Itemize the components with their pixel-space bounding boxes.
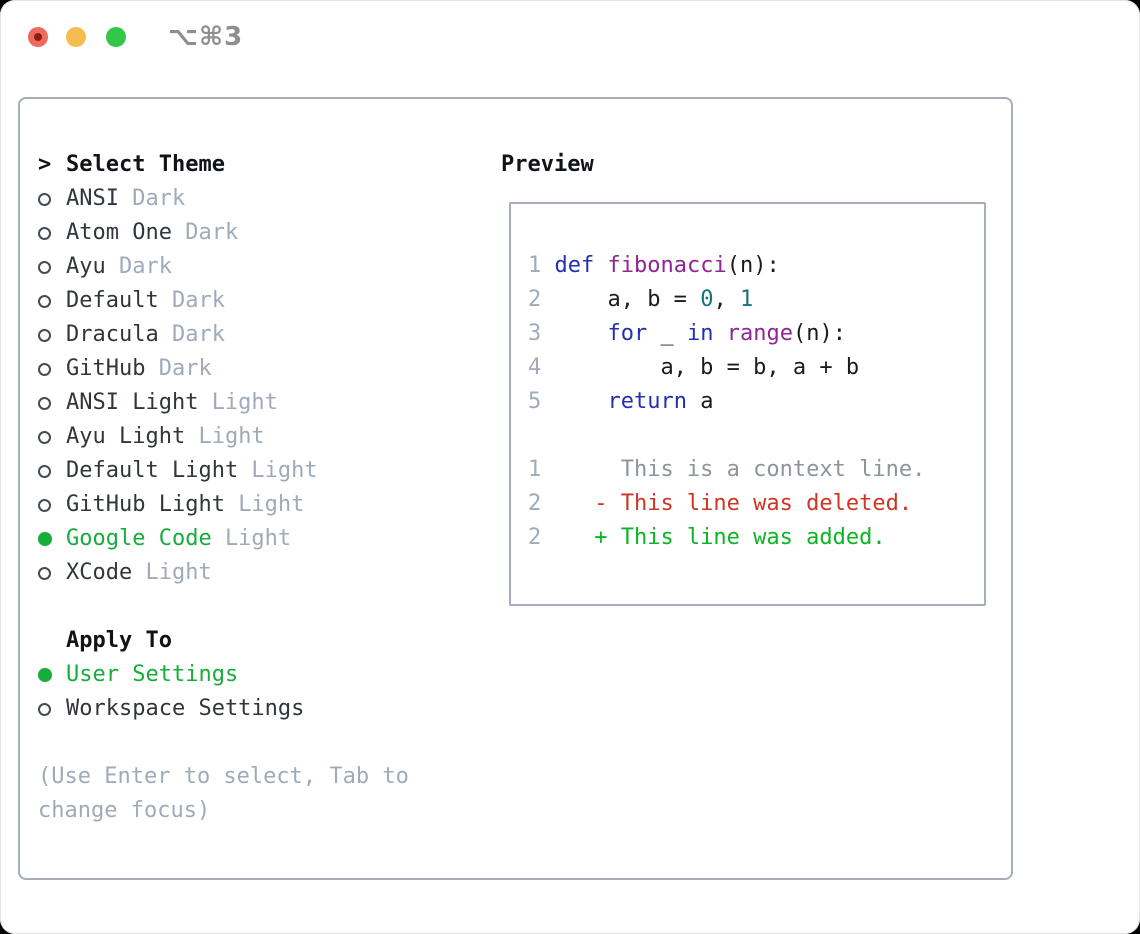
- option-variant-label: Light: [145, 560, 212, 585]
- option-label: Ayu Light: [66, 424, 186, 449]
- preview-line: 2 + This line was added.: [528, 521, 984, 555]
- option-variant-label: Dark: [171, 322, 225, 347]
- theme-option[interactable]: Default Dark: [38, 284, 488, 318]
- preview-header: Preview: [501, 148, 594, 182]
- theme-option[interactable]: Default Light Light: [38, 454, 488, 488]
- help-line-2: change focus): [38, 798, 211, 823]
- theme-option[interactable]: XCode Light: [38, 556, 488, 590]
- option-variant-label: Dark: [158, 356, 212, 381]
- radio-icon: [38, 430, 66, 444]
- radio-icon: [38, 396, 66, 410]
- theme-option[interactable]: ANSI Light Light: [38, 386, 488, 420]
- radio-icon: [38, 260, 66, 274]
- theme-option[interactable]: ANSI Dark: [38, 182, 488, 216]
- spacer: [38, 726, 488, 760]
- radio-icon: [38, 226, 66, 240]
- apply-option[interactable]: Workspace Settings: [38, 692, 488, 726]
- radio-selected-icon: [38, 532, 66, 546]
- select-theme-header-label: Select Theme: [66, 152, 225, 177]
- option-label: Google Code: [66, 526, 212, 551]
- line-number: 2: [528, 525, 542, 550]
- preview-line: 2 a, b = 0, 1: [528, 283, 984, 317]
- option-variant-label: Light: [251, 458, 318, 483]
- option-variant-label: Light: [198, 424, 265, 449]
- radio-selected-icon: [38, 668, 66, 682]
- line-number: 2: [528, 287, 542, 312]
- window-titlebar: ⌥⌘3: [0, 0, 1140, 75]
- minimize-button[interactable]: [66, 27, 86, 47]
- apply-to-header-label: Apply To: [66, 628, 172, 653]
- window-shortcut-label: ⌥⌘3: [168, 22, 244, 52]
- option-label: GitHub: [66, 356, 146, 381]
- option-label: User Settings: [66, 662, 239, 687]
- radio-icon: [38, 192, 66, 206]
- option-variant-label: Light: [238, 492, 305, 517]
- preview-line: 4 a, b = b, a + b: [528, 351, 984, 385]
- radio-icon: [38, 498, 66, 512]
- select-theme-header: > Select Theme: [38, 148, 488, 182]
- radio-icon: [38, 566, 66, 580]
- line-number: 3: [528, 321, 542, 346]
- theme-option[interactable]: Google Code Light: [38, 522, 488, 556]
- line-number: 2: [528, 491, 542, 516]
- option-label: Workspace Settings: [66, 696, 305, 721]
- radio-icon: [38, 328, 66, 342]
- option-variant-label: Dark: [185, 220, 239, 245]
- option-variant-label: Light: [224, 526, 292, 551]
- option-label: Default: [66, 288, 159, 313]
- theme-option[interactable]: Dracula Dark: [38, 318, 488, 352]
- theme-option[interactable]: GitHub Light Light: [38, 488, 488, 522]
- focus-caret: >: [38, 152, 52, 177]
- option-label: GitHub Light: [66, 492, 225, 517]
- option-label: Default Light: [66, 458, 239, 483]
- line-number: 1: [528, 253, 542, 278]
- zoom-button[interactable]: [106, 27, 126, 47]
- theme-option[interactable]: Atom One Dark: [38, 216, 488, 250]
- preview-line: 2 - This line was deleted.: [528, 487, 984, 521]
- spacer: [38, 590, 488, 624]
- radio-icon: [38, 294, 66, 308]
- theme-option[interactable]: Ayu Light Light: [38, 420, 488, 454]
- line-number: 5: [528, 389, 542, 414]
- line-number: 1: [528, 457, 542, 482]
- option-label: ANSI Light: [66, 390, 199, 415]
- apply-option[interactable]: User Settings: [38, 658, 488, 692]
- close-button[interactable]: [28, 27, 48, 47]
- preview-line: 1 def fibonacci(n):: [528, 249, 984, 283]
- radio-icon: [38, 702, 66, 716]
- preview-line: [528, 419, 984, 453]
- help-line-1: (Use Enter to select, Tab to: [38, 764, 409, 789]
- option-variant-label: Dark: [171, 288, 225, 313]
- option-label: Ayu: [66, 254, 106, 279]
- option-variant-label: Dark: [118, 254, 172, 279]
- record-dot-icon: [34, 33, 42, 41]
- option-label: XCode: [66, 560, 133, 585]
- theme-option[interactable]: Ayu Dark: [38, 250, 488, 284]
- preview-line: 5 return a: [528, 385, 984, 419]
- option-label: Atom One: [66, 220, 172, 245]
- option-label: Dracula: [66, 322, 159, 347]
- theme-option[interactable]: GitHub Dark: [38, 352, 488, 386]
- radio-icon: [38, 464, 66, 478]
- option-variant-label: Dark: [132, 186, 186, 211]
- preview-line: 1 This is a context line.: [528, 453, 984, 487]
- preview-header-label: Preview: [501, 152, 594, 177]
- help-text: (Use Enter to select, Tab to change focu…: [38, 760, 488, 828]
- preview-line: 3 for _ in range(n):: [528, 317, 984, 351]
- radio-icon: [38, 362, 66, 376]
- line-number: 4: [528, 355, 542, 380]
- apply-to-header: Apply To: [38, 624, 488, 658]
- option-label: ANSI: [66, 186, 119, 211]
- option-variant-label: Light: [211, 390, 278, 415]
